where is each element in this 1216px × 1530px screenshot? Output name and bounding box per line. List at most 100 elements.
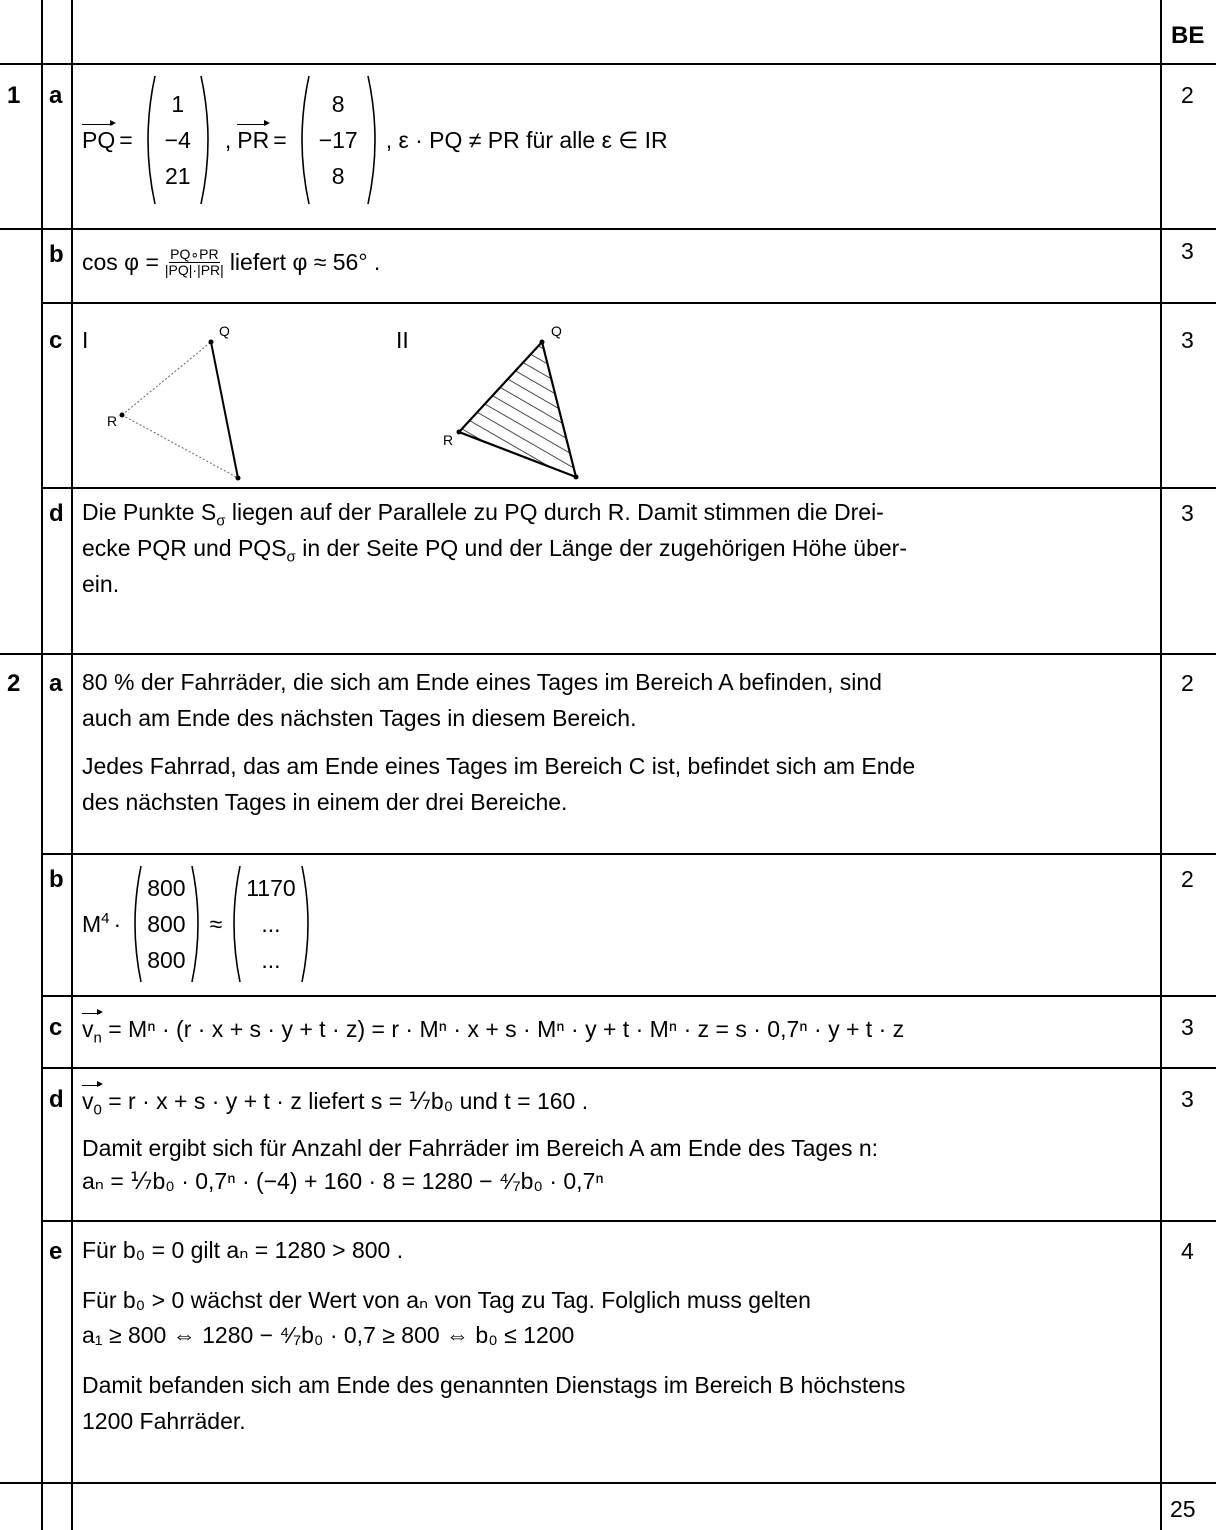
- task-number-2: 2: [7, 670, 21, 697]
- figure-1-label: I: [82, 327, 89, 353]
- be-1b: 3: [1181, 238, 1194, 264]
- right-paren: [300, 865, 309, 983]
- vector-pq-label: PQ: [82, 119, 117, 153]
- col-line-3: [1160, 0, 1162, 1530]
- row-line-2a: [41, 853, 1216, 855]
- matrix-exponent: 4: [101, 909, 110, 927]
- vector-pr: 8 −17 8: [313, 86, 364, 194]
- part-2d: d: [49, 1086, 64, 1113]
- formula-2c: vn = Mⁿ · (r · x + s · y + t · z) = r · …: [82, 1009, 905, 1047]
- point-r-label-2: R: [443, 432, 453, 448]
- pr-z: 8: [331, 163, 345, 189]
- v-0-label: v0: [82, 1081, 103, 1119]
- vec-start-c: 800: [147, 947, 186, 973]
- text-1d-part: liegen auf der Parallele zu PQ durch R. …: [231, 499, 884, 525]
- text-1d-line1: Die Punkte Sσ liegen auf der Parallele z…: [82, 497, 884, 537]
- text-1d-part: ecke PQR und PQS: [82, 535, 287, 561]
- formula-2c-text: = Mⁿ · (r · x + s · y + t · z) = r · Mⁿ …: [108, 1016, 905, 1042]
- vector-pr-label: PR: [237, 119, 271, 153]
- formula-2d-line1: v0 = r · x + s · y + t · z liefert s = ⅐…: [82, 1081, 589, 1119]
- point-r-label: R: [107, 413, 117, 429]
- col-line-1: [41, 0, 43, 1530]
- formula-1a: PQ = 1 −4 21 , PR = 8 −17 8 , ε · PQ ≠ P…: [82, 70, 668, 210]
- text-2e-line5: 1200 Fahrräder.: [82, 1408, 246, 1434]
- row-line-2b: [41, 995, 1216, 997]
- cos-text: cos φ =: [82, 249, 159, 275]
- row-line-1d: [0, 653, 1216, 655]
- be-1c: 3: [1181, 327, 1194, 353]
- v-label: v: [82, 1016, 94, 1042]
- part-2b: b: [49, 866, 64, 893]
- be-1d: 3: [1181, 500, 1194, 526]
- angle-result: liefert φ ≈ 56° .: [229, 249, 381, 275]
- left-paren: [146, 75, 156, 205]
- formula-1b: cos φ = PQ∘PR |PQ|·|PR| liefert φ ≈ 56° …: [82, 247, 380, 278]
- frac-numerator: PQ∘PR: [169, 246, 220, 263]
- pr-y: −17: [318, 127, 358, 153]
- formula-2d-text: = r · x + s · y + t · z liefert s = ⅐b₀ …: [108, 1088, 589, 1114]
- triangle-figure-1: Q R P: [107, 323, 251, 485]
- part-2e: e: [49, 1238, 63, 1265]
- vector-pq: 1 −4 21: [159, 86, 197, 194]
- part-1d: d: [49, 500, 64, 527]
- matrix-m: M: [82, 910, 102, 937]
- text-1d-line3: ein.: [82, 571, 120, 597]
- text-2a-p2-l1: Jedes Fahrrad, das am Ende eines Tages i…: [82, 753, 916, 779]
- be-header: BE: [1171, 22, 1205, 49]
- task-number-1: 1: [7, 82, 21, 109]
- right-paren: [366, 75, 376, 205]
- point-q-label-2: Q: [551, 323, 562, 339]
- text-2d-line3: aₙ = ⅐b₀ · 0,7ⁿ · (−4) + 160 · 8 = 1280 …: [82, 1168, 604, 1194]
- be-2b: 2: [1181, 866, 1194, 892]
- text-2e-line1: Für b₀ = 0 gilt aₙ = 1280 > 800 .: [82, 1237, 404, 1263]
- sigma-subscript: σ: [216, 512, 226, 530]
- vec-start-a: 800: [147, 875, 186, 901]
- vec-result-b: ...: [261, 911, 281, 937]
- text-2e-line3: a₁ ≥ 800 ⇔ 1280 − ⁴⁄₇b₀ · 0,7 ≥ 800 ⇔ b₀…: [82, 1322, 575, 1348]
- be-total: 25: [1170, 1496, 1196, 1522]
- sigma-subscript: σ: [286, 548, 296, 566]
- be-2d: 3: [1181, 1086, 1194, 1112]
- formula-1a-tail: , ε · PQ ≠ PR für alle ε ∈ IR: [385, 126, 668, 153]
- pq-z: 21: [164, 163, 191, 189]
- part-1a: a: [49, 82, 63, 109]
- be-2c: 3: [1181, 1014, 1194, 1040]
- text-1d-part: Die Punkte S: [82, 499, 217, 525]
- vector-result: 1170 ... ...: [244, 870, 297, 978]
- text-1d-line2: ecke PQR und PQSσ in der Seite PQ und de…: [82, 533, 907, 573]
- text-2e-line4: Damit befanden sich am Ende des genannte…: [82, 1372, 906, 1398]
- text-2a-p1-l2: auch am Ende des nächsten Tages in diese…: [82, 705, 637, 731]
- left-paren: [134, 865, 142, 983]
- vec-result-c: ...: [261, 947, 281, 973]
- row-line-2d: [41, 1220, 1216, 1222]
- right-paren: [200, 75, 209, 205]
- text-2e-line2: Für b₀ > 0 wächst der Wert von aₙ von Ta…: [82, 1287, 811, 1313]
- row-line-1c: [41, 487, 1216, 489]
- cos-fraction: PQ∘PR |PQ|·|PR|: [165, 247, 224, 278]
- left-paren: [233, 865, 241, 983]
- be-2a: 2: [1181, 670, 1194, 696]
- be-2e: 4: [1181, 1238, 1194, 1264]
- row-line-2c: [41, 1067, 1216, 1069]
- point-q-label: Q: [219, 323, 230, 339]
- v-n-label: vn: [82, 1009, 103, 1047]
- pq-x: 1: [171, 91, 185, 117]
- v-subscript: n: [93, 1029, 102, 1047]
- row-line-1a: [0, 228, 1216, 230]
- v-label: v: [82, 1088, 94, 1114]
- frac-denominator: |PQ|·|PR|: [164, 262, 224, 278]
- text-1d-part: in der Seite PQ und der Länge der zugehö…: [302, 535, 907, 561]
- part-2a: a: [49, 670, 63, 697]
- vector-start: 800 800 800: [145, 870, 187, 978]
- v-subscript: 0: [93, 1101, 102, 1119]
- text-2a-p2-l2: des nächsten Tages in einem der drei Ber…: [82, 789, 568, 815]
- col-line-2: [71, 0, 73, 1530]
- pq-y: −4: [164, 127, 191, 153]
- figure-2-label: II: [396, 327, 409, 353]
- text-2d-line2: Damit ergibt sich für Anzahl der Fahrräd…: [82, 1135, 879, 1161]
- left-paren: [300, 75, 310, 205]
- vec-result-a: 1170: [246, 875, 296, 901]
- vec-start-b: 800: [147, 911, 186, 937]
- row-line-header: [0, 63, 1216, 65]
